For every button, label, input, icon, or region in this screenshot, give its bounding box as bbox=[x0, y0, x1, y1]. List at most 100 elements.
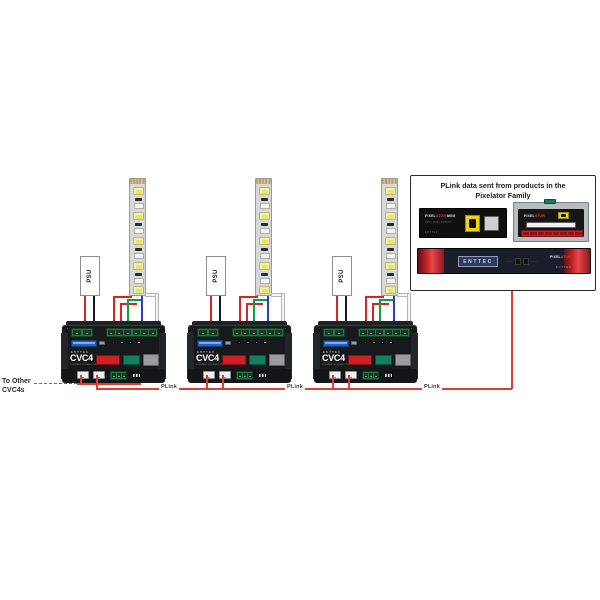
to-other-cvc4s-label: To Other CVC4s bbox=[2, 377, 31, 395]
model-subtitle-2: CONSTANT VOLTAGE CONTROLLER bbox=[196, 364, 233, 366]
pixelator-din-logo: PIXELATOR bbox=[524, 214, 545, 218]
config-block[interactable] bbox=[197, 340, 223, 347]
reset-button-block[interactable] bbox=[222, 355, 246, 365]
mode-button-block[interactable] bbox=[249, 355, 266, 365]
plink-rj45-out-1[interactable] bbox=[93, 371, 105, 379]
rack-brand-footer: ENTTEC bbox=[556, 266, 572, 269]
plink-dashed-continuation bbox=[34, 383, 77, 384]
strip-wire-red-h-2 bbox=[239, 296, 258, 298]
ethernet-port-icon[interactable] bbox=[465, 215, 480, 232]
strip-wire-blue-v-2 bbox=[267, 296, 269, 323]
dip-switch-1[interactable] bbox=[132, 372, 141, 378]
plink-rj45-out-2[interactable] bbox=[219, 371, 231, 379]
rack-ear-left bbox=[418, 249, 444, 273]
info-label-block bbox=[395, 354, 411, 366]
led-strip-2 bbox=[255, 178, 272, 296]
config-block[interactable] bbox=[71, 340, 97, 347]
strip-wire-green-h-2 bbox=[253, 299, 268, 301]
plink-led bbox=[128, 341, 133, 345]
led-strip-1 bbox=[129, 178, 146, 296]
rack-connector-cluster[interactable] bbox=[506, 258, 538, 265]
status-led-row bbox=[238, 341, 267, 345]
model-subtitle-1: CONSTANT VOLTAGE CONTROLLER bbox=[70, 364, 107, 366]
plink-rj45-in-3[interactable] bbox=[329, 371, 341, 379]
cvc4-controller-3[interactable]: ENTTEC CVC4 CONSTANT VOLTAGE CONTROLLER bbox=[313, 319, 418, 383]
dmx-led bbox=[372, 341, 376, 345]
power-input-terminal[interactable] bbox=[323, 328, 345, 337]
power-led bbox=[112, 341, 116, 345]
psu-text: PSU bbox=[87, 269, 93, 283]
brand-text-2: ENTTEC bbox=[197, 350, 215, 354]
logo-part-a: PIXEL bbox=[425, 214, 436, 218]
strip-wire-white-h-1 bbox=[145, 293, 159, 296]
logo-part-b: ATOR bbox=[435, 214, 446, 218]
usb-port[interactable] bbox=[225, 341, 231, 345]
psu-wire-red-2 bbox=[210, 296, 212, 323]
plink-riser-to-pixelator bbox=[511, 290, 513, 389]
side-vent-left bbox=[61, 333, 68, 379]
plink-run-0 bbox=[77, 383, 141, 385]
logo-part-b: ATOR bbox=[560, 255, 571, 259]
strip-wire-white-h-3 bbox=[397, 293, 411, 296]
strip-wire-red-h-3 bbox=[365, 296, 384, 298]
strip-pads bbox=[382, 179, 397, 184]
callout-title-line1: PLink data sent from products in the bbox=[440, 181, 566, 190]
enttec-badge: ENTTEC bbox=[458, 256, 498, 267]
strip-wire-blue-v-3 bbox=[393, 296, 395, 323]
usb-port[interactable] bbox=[351, 341, 357, 345]
psu-text: PSU bbox=[339, 269, 345, 283]
side-vent-right bbox=[159, 333, 166, 379]
pixelator-mini-logo: PIXELATOR MINI bbox=[425, 214, 455, 218]
usb-port[interactable] bbox=[99, 341, 105, 345]
din-ethernet-port-icon[interactable] bbox=[558, 212, 569, 219]
plink-screw-terminal-1[interactable] bbox=[110, 371, 127, 380]
din-output-bank[interactable] bbox=[521, 230, 583, 237]
led-output-terminal[interactable] bbox=[232, 328, 284, 337]
plink-rj45-in-2[interactable] bbox=[203, 371, 215, 379]
controller-body: ENTTEC CVC4 CONSTANT VOLTAGE CONTROLLER bbox=[313, 325, 418, 379]
plink-label-2: PLink bbox=[285, 384, 305, 390]
reset-button-block[interactable] bbox=[96, 355, 120, 365]
strip-wire-red2-v-1 bbox=[120, 303, 122, 323]
side-vent-right bbox=[411, 333, 418, 379]
strip-wire-green-v-1 bbox=[127, 299, 129, 323]
power-input-terminal[interactable] bbox=[197, 328, 219, 337]
mode-button-block[interactable] bbox=[123, 355, 140, 365]
config-block[interactable] bbox=[323, 340, 349, 347]
mode-button-block[interactable] bbox=[375, 355, 392, 365]
side-vent-right bbox=[285, 333, 292, 379]
din-clip-top bbox=[66, 321, 161, 328]
cvc4-controller-1[interactable]: ENTTEC CVC4 CONSTANT VOLTAGE CONTROLLER bbox=[61, 319, 166, 383]
plink-label-1: PLink bbox=[159, 384, 179, 390]
plink-rj45-out-3[interactable] bbox=[345, 371, 357, 379]
pixelator-rack-device[interactable]: ENTTEC PIXELATOR ENTTEC bbox=[417, 248, 591, 274]
plink-drop-3a bbox=[332, 375, 334, 389]
strip-wire-red2-v-3 bbox=[372, 303, 374, 323]
callout-title: PLink data sent from products in the Pix… bbox=[417, 181, 589, 200]
side-vent-left bbox=[187, 333, 194, 379]
din-top-terminal[interactable] bbox=[544, 199, 556, 204]
plink-drop-1a bbox=[80, 375, 82, 384]
dip-switch-3[interactable] bbox=[384, 372, 393, 378]
pixelator-mini-device[interactable]: PIXELATOR MINI DMX / PIXEL OUTPUT ENTTEC bbox=[419, 208, 507, 238]
model-text-1: CVC4 bbox=[70, 353, 93, 363]
status-led bbox=[263, 341, 267, 345]
strip-wire-white-v-1 bbox=[155, 293, 158, 324]
led-output-terminal[interactable] bbox=[106, 328, 158, 337]
model-subtitle-3: CONSTANT VOLTAGE CONTROLLER bbox=[322, 364, 359, 366]
pixelator-din-device[interactable]: PIXELATOR bbox=[513, 199, 589, 242]
mini-spec-text: DMX / PIXEL OUTPUT bbox=[425, 221, 452, 224]
plink-drop-2a bbox=[206, 375, 208, 389]
dip-switch-2[interactable] bbox=[258, 372, 267, 378]
plink-rj45-in-1[interactable] bbox=[77, 371, 89, 379]
led-output-terminal[interactable] bbox=[358, 328, 410, 337]
psu-wire-red-1 bbox=[84, 296, 86, 323]
power-input-terminal[interactable] bbox=[71, 328, 93, 337]
strip-wire-red-h-1 bbox=[113, 296, 132, 298]
plink-screw-terminal-3[interactable] bbox=[362, 371, 379, 380]
psu-wire-black-3 bbox=[345, 296, 347, 323]
plink-led bbox=[254, 341, 259, 345]
plink-screw-terminal-2[interactable] bbox=[236, 371, 253, 380]
cvc4-controller-2[interactable]: ENTTEC CVC4 CONSTANT VOLTAGE CONTROLLER bbox=[187, 319, 292, 383]
reset-button-block[interactable] bbox=[348, 355, 372, 365]
